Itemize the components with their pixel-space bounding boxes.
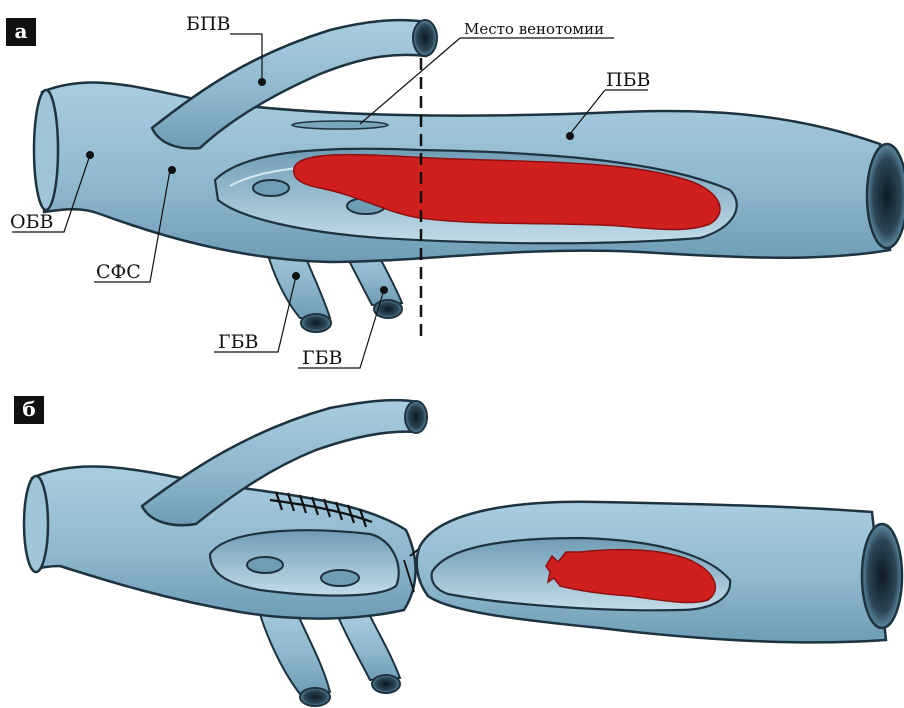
deep-branch-vein-b2 (336, 612, 400, 693)
label-venotomy-site: Место венотомии (464, 20, 604, 38)
femoral-vein-opening (867, 144, 904, 248)
deep-branch-ostium-b1 (247, 557, 283, 573)
common-femoral-opening (34, 90, 58, 210)
proximal-opening (24, 476, 48, 572)
panel-b-tag: б (22, 397, 35, 421)
label-pbv: ПБВ (606, 69, 651, 91)
panel-a: а (6, 13, 904, 369)
deep-branch-ostium-b2 (321, 570, 359, 586)
panel-a-tag: а (15, 19, 28, 43)
label-obv: ОБВ (10, 211, 54, 233)
label-gbv-2: ГБВ (302, 347, 343, 369)
panel-b: б (14, 396, 902, 706)
distal-opening (862, 524, 902, 628)
label-gbv-1: ГБВ (218, 331, 259, 353)
venotomy-incision (292, 121, 388, 129)
label-bpv: БПВ (186, 13, 231, 35)
deep-branch-ostium-1 (253, 180, 289, 196)
label-sfs: СФС (96, 261, 141, 283)
